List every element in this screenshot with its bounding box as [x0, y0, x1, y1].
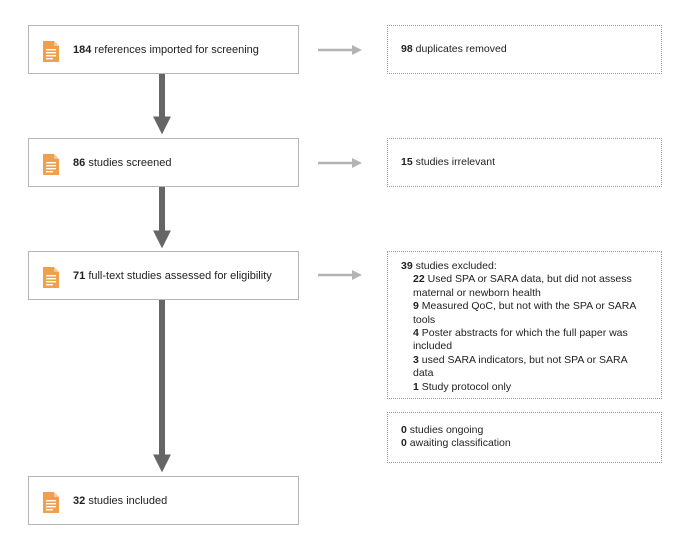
duplicates-label: 98 duplicates removed [401, 43, 507, 55]
step-label: 86 studies screened [73, 157, 172, 169]
irrelevant-box: 15 studies irrelevant [387, 138, 662, 187]
exclusion-reason-cont: tools [413, 313, 436, 326]
step-box-full-text: 71 full-text studies assessed for eligib… [28, 251, 299, 300]
excluded-header: 39 studies excluded: [401, 260, 497, 272]
document-icon [43, 41, 59, 62]
document-icon [43, 267, 59, 288]
exclusion-reason: 22 Used SPA or SARA data, but did not as… [413, 273, 632, 286]
awaiting-label: 0 awaiting classification [401, 437, 511, 450]
step-box-included: 32 studies included [28, 476, 299, 525]
duplicates-box: 98 duplicates removed [387, 25, 662, 74]
excluded-list: 39 studies excluded: 22 Used SPA or SARA… [401, 260, 636, 394]
exclusion-reason: 3 used SARA indicators, but not SPA or S… [413, 353, 628, 366]
exclusion-reason: 4 Poster abstracts for which the full pa… [413, 327, 628, 340]
document-icon [43, 154, 59, 175]
exclusion-reason: 1 Study protocol only [413, 380, 512, 393]
irrelevant-label: 15 studies irrelevant [401, 156, 495, 168]
exclusion-reason-cont: data [413, 367, 434, 380]
exclusion-reason-cont: included [413, 340, 453, 353]
step-box-screened: 86 studies screened [28, 138, 299, 187]
document-icon [43, 492, 59, 513]
other-studies-list: 0 studies ongoing 0 awaiting classificat… [401, 424, 511, 451]
step-label: 71 full-text studies assessed for eligib… [73, 270, 272, 282]
ongoing-label: 0 studies ongoing [401, 424, 484, 436]
step-label: 184 references imported for screening [73, 44, 259, 56]
step-box-imported: 184 references imported for screening [28, 25, 299, 74]
excluded-box: 39 studies excluded: 22 Used SPA or SARA… [387, 251, 662, 399]
other-studies-box: 0 studies ongoing 0 awaiting classificat… [387, 412, 662, 463]
exclusion-reason: 9 Measured QoC, but not with the SPA or … [413, 300, 637, 313]
step-label: 32 studies included [73, 495, 168, 507]
exclusion-reason-cont: maternal or newborn health [413, 286, 541, 299]
